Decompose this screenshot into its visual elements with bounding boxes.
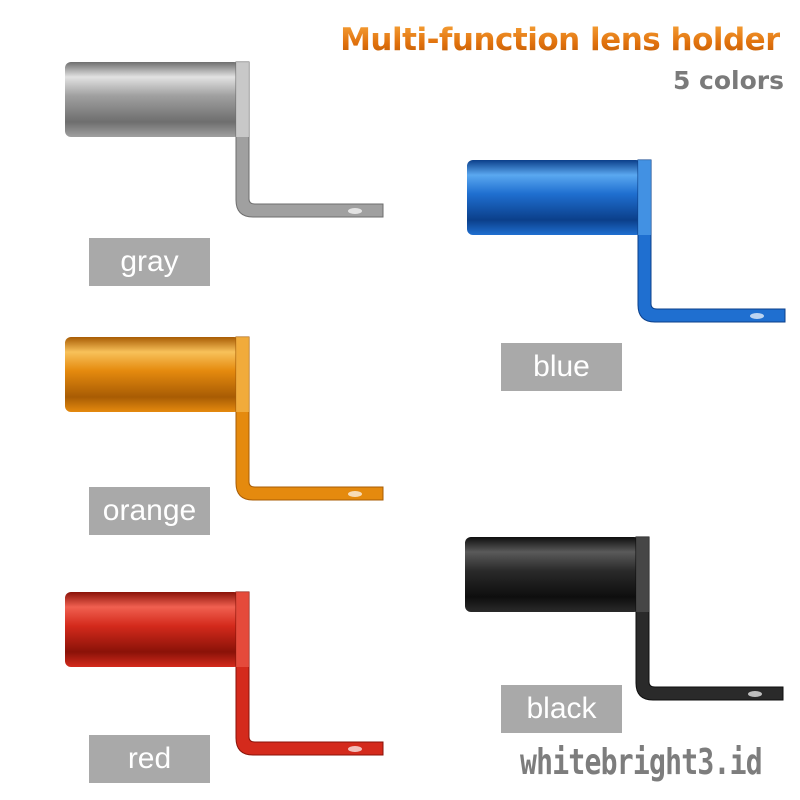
bracket — [635, 536, 784, 701]
label-black: black — [501, 685, 622, 733]
label-red: red — [89, 735, 210, 783]
bracket-top — [236, 62, 249, 137]
mount-hole — [750, 313, 764, 319]
cylinder — [65, 592, 240, 667]
label-gray: gray — [89, 238, 210, 286]
subtitle: 5 colors — [672, 66, 784, 95]
cylinder — [65, 62, 240, 137]
label-orange: orange — [89, 487, 210, 535]
mount-hole — [348, 491, 362, 497]
holder-orange — [65, 336, 384, 501]
mount-hole — [348, 208, 362, 214]
mount-hole — [348, 746, 362, 752]
bracket-top — [236, 337, 249, 412]
cylinder — [465, 537, 640, 612]
holder-black — [465, 536, 784, 701]
holder-red — [65, 591, 384, 756]
title: Multi-function lens holder — [340, 22, 780, 58]
bracket-top — [636, 537, 649, 612]
cylinder — [467, 160, 642, 235]
bracket — [637, 159, 786, 323]
holder-blue — [467, 159, 786, 323]
bracket-top — [236, 592, 249, 667]
bracket-top — [638, 160, 651, 235]
bracket — [235, 591, 384, 756]
bracket — [235, 61, 384, 218]
watermark: whitebright3.id — [520, 742, 763, 783]
bracket — [235, 336, 384, 501]
cylinder — [65, 337, 240, 412]
mount-hole — [748, 691, 762, 697]
label-blue: blue — [501, 343, 622, 391]
holder-gray — [65, 61, 384, 218]
